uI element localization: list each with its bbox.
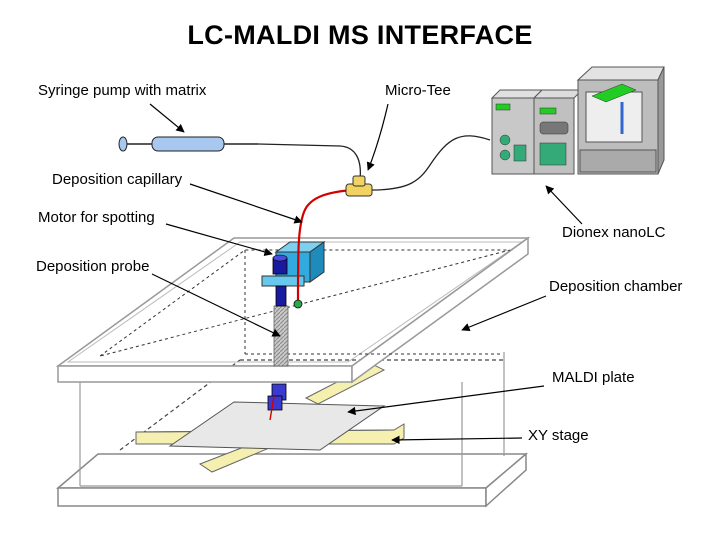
lc-button-left [513,144,527,162]
lc-button-middle [539,142,567,166]
arrow-micro-tee [366,103,389,171]
lc-knob-2 [499,149,511,161]
label-motor: Motor for spotting [38,209,155,226]
arrow-chamber [461,295,547,332]
lc-slot-middle [539,121,569,135]
chamber-base [55,452,529,508]
syringe [118,136,258,152]
lc-knob-1 [499,134,511,146]
maldi-plate [168,401,386,451]
label-deposition-capillary: Deposition capillary [52,171,183,188]
label-dionex: Dionex nanoLC [562,224,666,241]
label-micro-tee: Micro-Tee [385,82,451,99]
dionex-nanolc-instrument [490,66,665,175]
arrow-capillary [189,183,303,224]
annotation-arrows [149,103,583,445]
micro-tee [345,175,373,197]
probe-tip [267,383,287,411]
capillary-tip [293,299,303,309]
syringe-body [151,136,225,152]
arrow-motor [165,223,273,256]
lc-module-left [491,97,535,175]
label-deposition-chamber: Deposition chamber [549,278,683,295]
matrix-tubing [257,143,362,181]
diagram-title: LC-MALDI MS INTERFACE [187,20,533,50]
label-syringe-pump: Syringe pump with matrix [38,82,207,99]
lc-display-right [591,83,637,103]
motor-for-spotting [261,241,326,307]
deposition-capillary [296,188,353,306]
label-maldi-plate: MALDI plate [552,369,635,386]
syringe-plunger-end [118,136,128,152]
label-deposition-probe: Deposition probe [36,258,150,275]
lc-display-left [495,103,511,111]
lc-tubing [371,135,491,191]
label-xy-stage: XY stage [528,427,589,444]
arrow-maldi-plate [347,385,545,416]
arrow-probe [151,273,281,337]
chamber-lid [55,236,531,384]
lc-display-middle [539,107,557,115]
lc-autosampler-window [585,91,643,143]
arrow-syringe [149,103,185,133]
arrow-xy-stage [391,435,523,445]
arrow-dionex [545,185,583,225]
deposition-probe [273,305,289,367]
